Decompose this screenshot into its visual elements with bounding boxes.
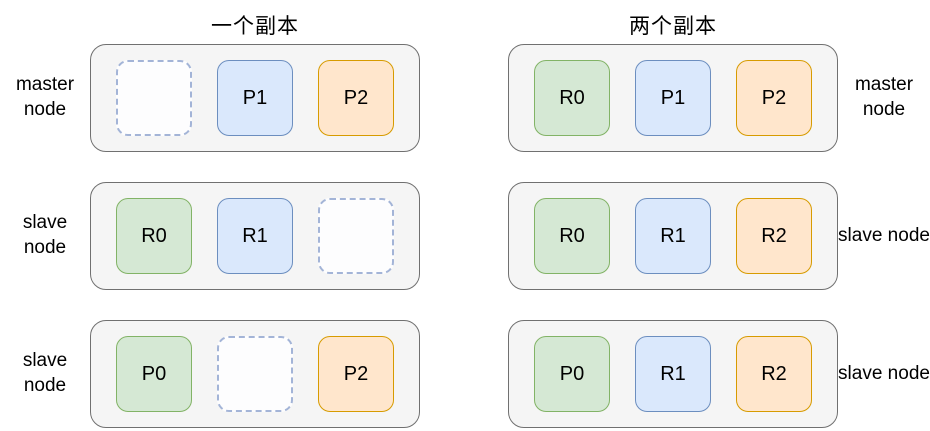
column-one-replica: 一个副本 master node P1 P2 slave node R0 R1 … <box>0 6 465 431</box>
shard-slot: P0 <box>116 336 192 412</box>
shard-slot: R0 <box>116 198 192 274</box>
node-row-master: master node P1 P2 <box>0 44 465 152</box>
slave-node-box: R0 R1 R2 <box>508 182 838 290</box>
node-label-master: master node <box>854 74 914 120</box>
node-row-slave-2: slave node P0 P2 <box>0 320 465 428</box>
shard-slot: P1 <box>217 60 293 136</box>
node-label-slave: slave node <box>22 212 68 258</box>
node-row-master: R0 P1 P2 master node <box>465 44 930 152</box>
node-label-master: master node <box>15 74 75 120</box>
column-two-title-row: 两个副本 <box>465 6 930 44</box>
shard-slot: R2 <box>736 198 812 274</box>
slave-node-box: R0 R1 <box>90 182 420 290</box>
shard-slot: R0 <box>534 198 610 274</box>
shard-slot: R2 <box>736 336 812 412</box>
slave-node-box: P0 R1 R2 <box>508 320 838 428</box>
column-title-two-replicas: 两个副本 <box>629 15 717 38</box>
master-node-box: P1 P2 <box>90 44 420 152</box>
column-one-title-row: 一个副本 <box>0 6 465 44</box>
shard-slot: P1 <box>635 60 711 136</box>
empty-shard-slot <box>116 60 192 136</box>
column-title-one-replica: 一个副本 <box>211 15 299 38</box>
node-row-slave-1: R0 R1 R2 slave node <box>465 182 930 290</box>
shard-slot: P2 <box>736 60 812 136</box>
shard-slot: P0 <box>534 336 610 412</box>
shard-slot: R0 <box>534 60 610 136</box>
master-node-box: R0 P1 P2 <box>508 44 838 152</box>
node-label-slave: slave node <box>22 350 68 396</box>
node-row-slave-2: P0 R1 R2 slave node <box>465 320 930 428</box>
empty-shard-slot <box>318 198 394 274</box>
shard-slot: R1 <box>217 198 293 274</box>
column-two-replicas: 两个副本 R0 P1 P2 master node R0 R1 R2 slave… <box>465 6 930 431</box>
shard-slot: R1 <box>635 336 711 412</box>
node-row-slave-1: slave node R0 R1 <box>0 182 465 290</box>
node-label-slave: slave node <box>838 362 930 384</box>
slave-node-box: P0 P2 <box>90 320 420 428</box>
node-label-slave: slave node <box>838 224 930 246</box>
shard-slot: R1 <box>635 198 711 274</box>
shard-slot: P2 <box>318 336 394 412</box>
empty-shard-slot <box>217 336 293 412</box>
shard-slot: P2 <box>318 60 394 136</box>
